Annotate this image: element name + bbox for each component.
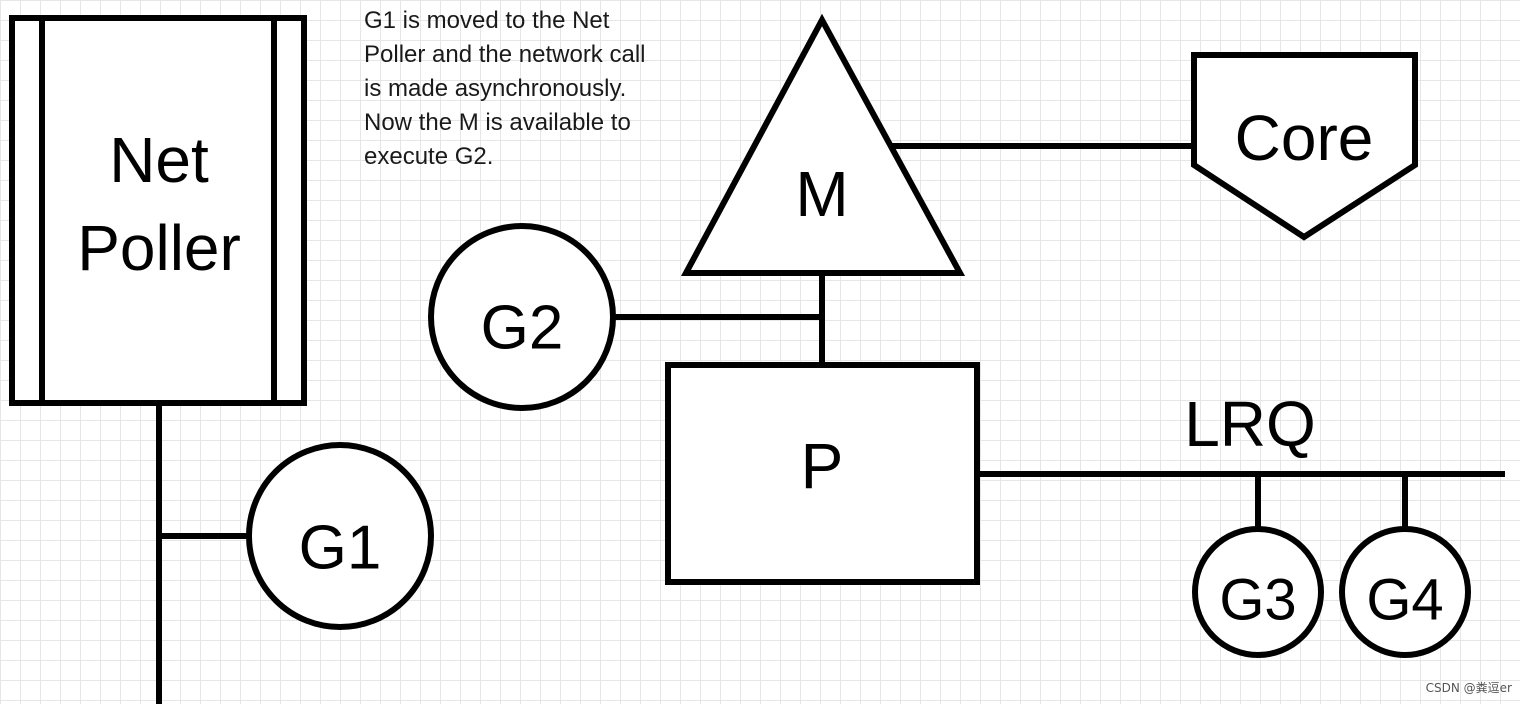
watermark: CSDN @粪逗er (1425, 681, 1512, 695)
net-poller-label-line-1: Net (109, 124, 209, 196)
net-poller-outline (9, 15, 307, 406)
core-shape: Core (1191, 52, 1418, 241)
goroutine-g4: G4 (1339, 526, 1471, 658)
lrq-label: LRQ (1184, 388, 1316, 460)
annotation-line-1: G1 is moved to the Net (364, 7, 610, 34)
g1-label: G1 (299, 513, 382, 582)
p-label: P (801, 430, 844, 502)
g3-circle (1192, 526, 1324, 658)
annotation-text: G1 is moved to the Net Poller and the ne… (364, 4, 704, 174)
net-poller-label-line-2: Poller (77, 212, 241, 284)
g4-circle (1339, 526, 1471, 658)
core-label: Core (1235, 102, 1374, 174)
annotation-line-3: is made asynchronously. (364, 75, 627, 102)
g2-label: G2 (481, 293, 564, 362)
g3-label: G3 (1219, 567, 1296, 632)
goroutine-g1: G1 (246, 442, 434, 630)
g4-label: G4 (1366, 567, 1443, 632)
core-pentagon (1191, 52, 1418, 241)
goroutine-g3: G3 (1192, 526, 1324, 658)
m-label: M (795, 158, 848, 230)
annotation-line-4: Now the M is available to (364, 109, 631, 136)
annotation-line-5: execute G2. (364, 143, 494, 170)
net-poller-box: Net Poller (9, 15, 307, 406)
p-box (665, 362, 980, 585)
annotation-line-2: Poller and the network call (364, 41, 646, 68)
g2-circle (428, 223, 616, 411)
processor-p: P (665, 362, 980, 585)
goroutine-g2: G2 (428, 223, 616, 411)
g1-circle (246, 442, 434, 630)
